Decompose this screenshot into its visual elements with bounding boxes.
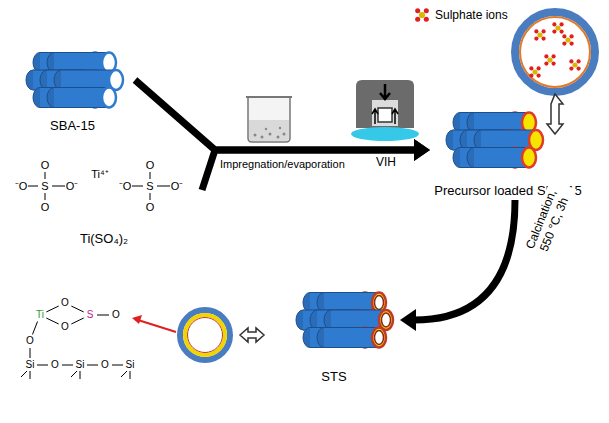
atom-label: O xyxy=(61,298,69,308)
legend-entry: Sulphate ions xyxy=(413,6,508,24)
atom-label: O⁻ xyxy=(171,181,184,192)
pore-close-up xyxy=(515,12,595,92)
atom-label: O⁻ xyxy=(66,181,79,192)
arrow-shaft xyxy=(414,200,515,320)
atom-label: O xyxy=(61,322,69,332)
tube-bundle: SBA-15 xyxy=(10,35,135,135)
precursor-formula: Ti(SO₄)₂ xyxy=(6,152,202,248)
double-arrow xyxy=(240,328,264,342)
process-arrow xyxy=(202,139,430,190)
arrowhead xyxy=(400,309,416,331)
step-label: Impregnation/evaporation xyxy=(218,158,347,171)
node-label: SBA-15 xyxy=(50,118,95,133)
arrowhead xyxy=(414,139,430,161)
atom-label: O xyxy=(146,202,155,213)
vih-device xyxy=(351,80,419,141)
atom-label: S xyxy=(87,310,94,320)
arrow-shaft xyxy=(135,80,416,150)
atom-label: Ti⁴⁺ xyxy=(91,169,108,180)
arrowhead xyxy=(414,139,430,161)
atom-label: O xyxy=(26,336,34,346)
atom-label: S xyxy=(146,181,153,192)
atom-label: Si xyxy=(76,360,85,370)
atom-label: ⁻O xyxy=(119,181,132,192)
node-label: STS xyxy=(321,369,346,384)
atom-label: O xyxy=(146,160,155,171)
node-label: Ti(SO₄)₂ xyxy=(80,231,128,246)
atom-label: ⁻O xyxy=(15,181,28,192)
arrow-shaft xyxy=(202,150,416,190)
double-arrow xyxy=(547,94,563,134)
pointer-arrow xyxy=(132,315,176,332)
process-arrow xyxy=(400,200,515,331)
atom-label: O xyxy=(51,360,59,370)
atom-label: Si xyxy=(126,360,135,370)
pore-ring xyxy=(180,310,230,360)
step-label: VIH xyxy=(376,156,396,168)
atom-label: Ti xyxy=(36,310,44,320)
atom-label: Si xyxy=(26,360,35,370)
chemical-bonds xyxy=(21,172,170,379)
legend-icon xyxy=(413,6,431,24)
atom-label: O xyxy=(41,160,50,171)
atom-label: O xyxy=(112,310,120,320)
tube-bundle: STS xyxy=(268,276,400,386)
atom-label: O xyxy=(41,202,50,213)
beaker xyxy=(246,97,292,142)
tube-bundles xyxy=(26,53,543,348)
atom-label: O xyxy=(101,360,109,370)
atom-label: S xyxy=(41,181,48,192)
legend-text: Sulphate ions xyxy=(435,8,508,22)
